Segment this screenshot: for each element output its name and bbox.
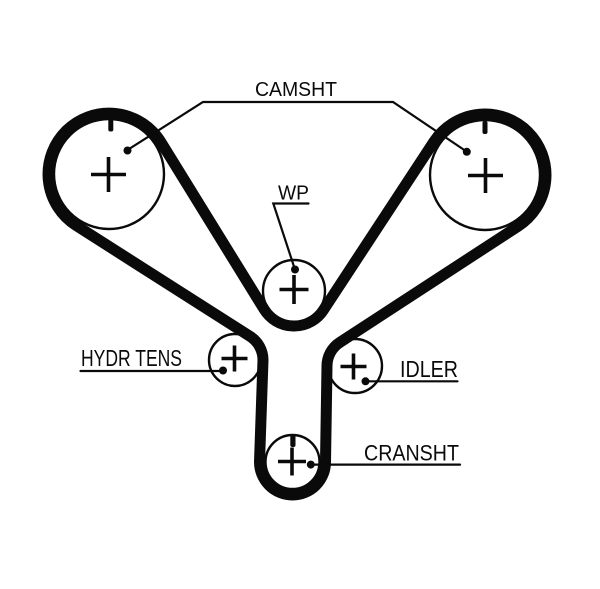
right-camshaft-pulley bbox=[428, 118, 542, 232]
camshaft-leader-line bbox=[126, 100, 468, 153]
water-pump-leader-dot bbox=[291, 265, 299, 274]
right-camshaft-timing-mark bbox=[482, 121, 488, 134]
tensioner-center-cross bbox=[221, 345, 248, 372]
tensioner-leader-dot bbox=[219, 366, 227, 375]
camshaft-leader-dot-right bbox=[462, 147, 471, 156]
water-pump-label: WP bbox=[278, 183, 309, 205]
idler-label: IDLER bbox=[400, 356, 458, 382]
idler-center-cross bbox=[340, 353, 367, 380]
crankshaft-timing-mark bbox=[290, 435, 296, 447]
water-pump-leader-line bbox=[271, 202, 310, 271]
tensioner-label: HYDR TENS bbox=[81, 345, 182, 371]
timing-belt bbox=[42, 107, 552, 501]
crankshaft-label: CRANSHT bbox=[364, 441, 459, 466]
water-pump-center-cross bbox=[279, 275, 309, 304]
left-camshaft-center-cross bbox=[91, 157, 126, 192]
idler-leader-dot bbox=[361, 377, 370, 386]
camshaft-leader-dot-left bbox=[123, 146, 132, 155]
left-camshaft-timing-mark bbox=[108, 118, 114, 132]
crankshaft-leader-dot bbox=[306, 460, 315, 469]
right-camshaft-center-cross bbox=[468, 158, 503, 193]
camshaft-label: CAMSHT bbox=[255, 79, 337, 101]
crankshaft-center-cross bbox=[278, 447, 306, 476]
